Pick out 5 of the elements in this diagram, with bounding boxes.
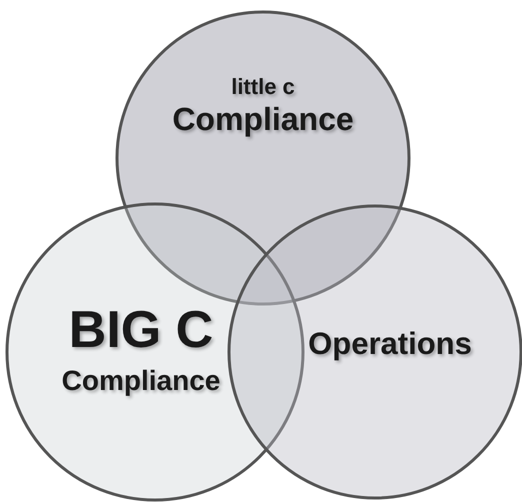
- circle-label: Compliance: [171, 102, 355, 138]
- circle-label: Operations: [307, 327, 473, 362]
- circle-label: little c: [230, 75, 296, 100]
- circle-label: BIG C: [68, 302, 214, 360]
- circle-label: Compliance: [60, 366, 222, 397]
